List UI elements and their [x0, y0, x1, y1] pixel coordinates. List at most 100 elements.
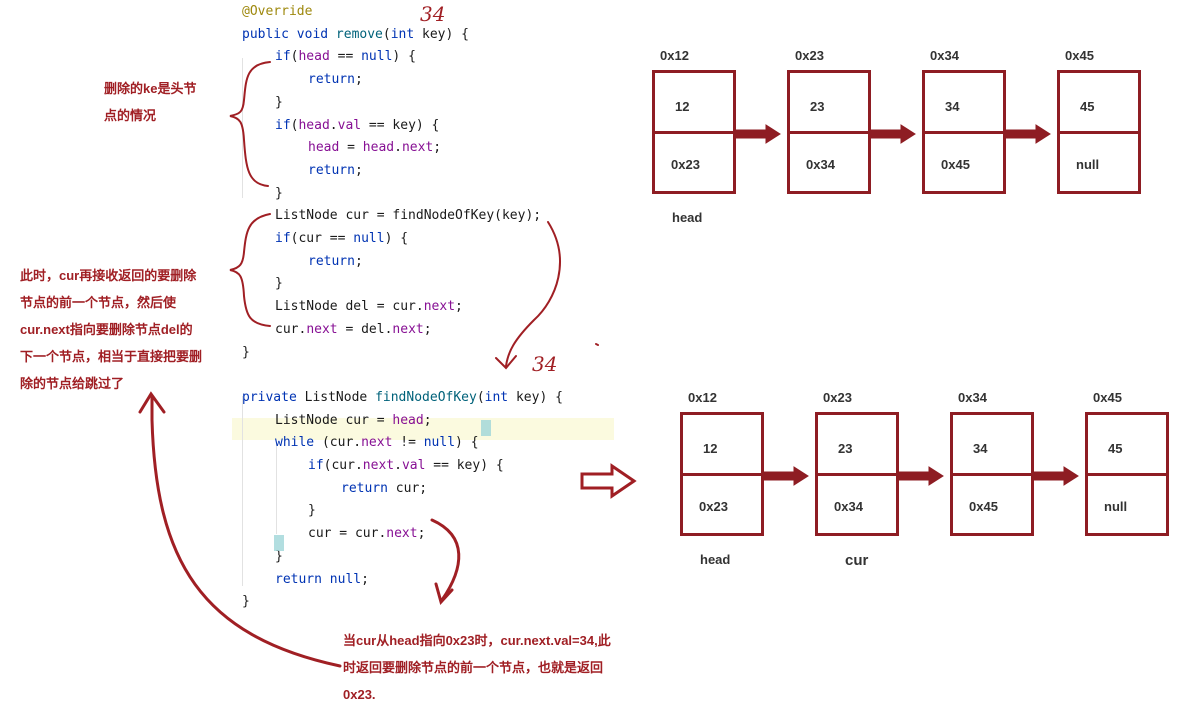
code-token: return	[308, 72, 355, 88]
next-pointer-arrow	[1031, 466, 1079, 486]
code-token: return	[341, 480, 396, 496]
code-token: next	[423, 299, 456, 315]
code-line: ListNode del = cur.next;	[275, 299, 463, 315]
note-line: 除的节点给跳过了	[20, 376, 125, 391]
code-token: cur.	[275, 321, 307, 337]
code-token: ;	[417, 526, 426, 542]
code-token: if	[275, 49, 291, 65]
code-token: (cur ==	[290, 231, 354, 246]
code-token: next	[401, 140, 434, 156]
code-token: ;	[423, 412, 432, 428]
code-line: }	[308, 503, 316, 519]
code-token: head	[308, 140, 340, 156]
code-line: return cur;	[341, 481, 427, 497]
code-token: .	[329, 117, 338, 133]
code-token: ;	[354, 253, 363, 269]
code-token: int	[390, 26, 423, 42]
note-line: cur.next指向要删除节点del的	[20, 322, 193, 337]
node-address: 0x45	[1065, 48, 1094, 63]
indent-guide	[276, 444, 277, 534]
code-token: null	[329, 571, 362, 587]
node-val: 12	[675, 99, 690, 114]
code-token: if	[308, 458, 324, 473]
code-token: (cur.	[321, 435, 362, 451]
node-val: 45	[1080, 99, 1095, 114]
next-arrow	[430, 518, 461, 602]
node-next: 0x45	[941, 157, 970, 172]
code-token: ListNode cur = findNodeOfKey(key);	[275, 208, 542, 224]
code-line: }	[275, 276, 283, 292]
note-line: 删除的ke是头节	[104, 81, 197, 96]
code-token: next	[362, 458, 395, 473]
code-token: cur = cur.	[308, 526, 387, 542]
code-token: }	[308, 503, 316, 519]
code-line: ListNode cur = head;	[275, 413, 432, 429]
code-token: !=	[392, 435, 424, 451]
note-line: 当cur从head指向0x23时，cur.next.val=34,此	[343, 633, 611, 648]
cursor-marker	[274, 535, 284, 551]
code-token: key) {	[422, 26, 469, 42]
node-divider	[790, 131, 868, 134]
code-token: ListNode	[304, 389, 376, 405]
code-line: private ListNode findNodeOfKey(int key) …	[242, 390, 563, 406]
current-line-highlight	[232, 418, 614, 440]
note-head-case: 删除的ke是头节 点的情况	[104, 75, 196, 129]
code-token: cur;	[395, 480, 428, 496]
code-token: val	[337, 117, 362, 133]
code-line: }	[275, 186, 283, 202]
node-divider	[818, 473, 896, 476]
next-pointer-arrow	[1003, 124, 1051, 144]
code-token: (	[290, 117, 299, 133]
note-cur-case: 此时，cur再接收返回的要删除 节点的前一个节点，然后使 cur.next指向要…	[20, 262, 202, 397]
code-token: next	[392, 321, 424, 337]
node-next: null	[1076, 157, 1100, 172]
brace-head-case	[229, 61, 271, 187]
code-token: null	[361, 49, 393, 65]
code-line: return null;	[275, 572, 369, 588]
code-token: int	[484, 389, 516, 405]
code-token: head	[298, 117, 330, 133]
code-token: (	[476, 389, 485, 405]
code-token: ) {	[384, 231, 409, 246]
node-address: 0x23	[823, 390, 852, 405]
code-token: .	[394, 458, 402, 473]
code-token: val	[401, 458, 426, 473]
code-token: ListNode cur =	[275, 412, 393, 428]
code-line: }	[275, 95, 283, 111]
code-line: return;	[308, 163, 363, 179]
node-val: 45	[1108, 441, 1123, 456]
list-node: 45 null	[1085, 412, 1169, 536]
code-token: key) {	[515, 389, 563, 405]
code-token: (cur.	[323, 458, 363, 473]
handwritten-key-1: 34	[420, 2, 446, 26]
code-token: remove	[335, 26, 383, 42]
next-pointer-arrow	[868, 124, 916, 144]
code-token: head	[392, 412, 424, 428]
note-line: 节点的前一个节点，然后使	[20, 295, 177, 310]
note-line: 此时，cur再接收返回的要删除	[20, 268, 197, 283]
code-line: cur = cur.next;	[308, 526, 425, 542]
ink-dot	[595, 343, 599, 346]
call-arrow-head	[495, 355, 517, 370]
code-token: }	[275, 185, 283, 201]
code-token: if	[275, 231, 291, 246]
code-token: public void	[242, 26, 336, 42]
node-val: 23	[810, 99, 825, 114]
code-token: }	[242, 594, 250, 610]
code-token: @Override	[242, 4, 313, 19]
note-line: 时返回要删除节点的前一个节点，也就是返回	[343, 660, 604, 675]
node-val: 34	[945, 99, 960, 114]
indent-guide	[242, 396, 243, 586]
code-token: }	[242, 344, 250, 360]
code-token: null	[353, 231, 385, 246]
code-line: public void remove(int key) {	[242, 27, 469, 43]
node-next: null	[1104, 499, 1128, 514]
node-divider	[925, 131, 1003, 134]
code-token: return	[308, 162, 355, 178]
